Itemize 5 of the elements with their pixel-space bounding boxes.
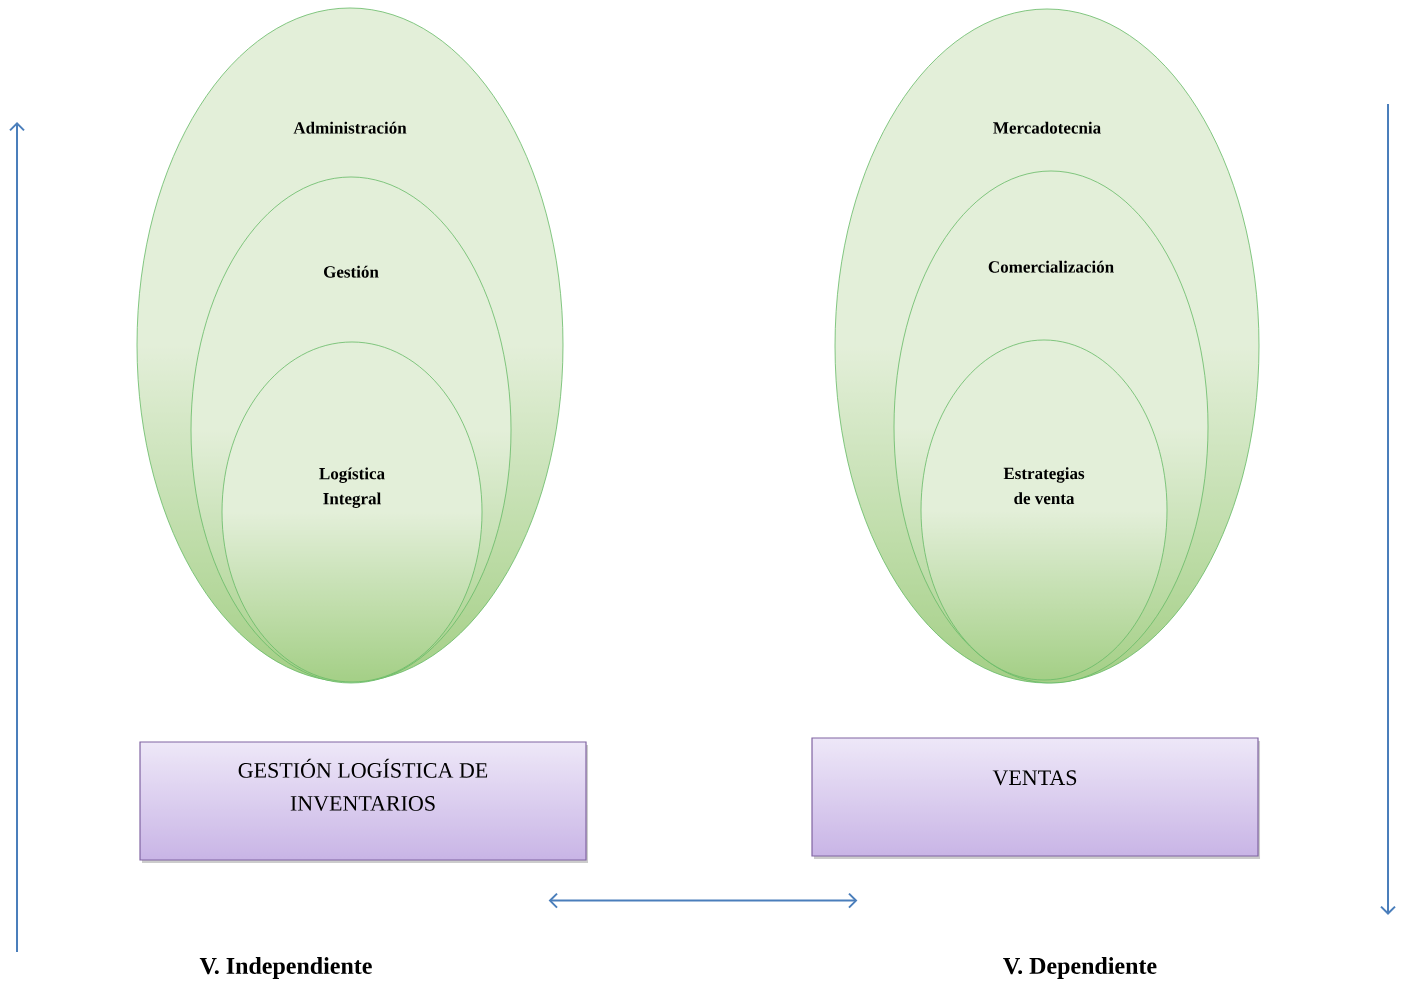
arrow	[548, 892, 858, 909]
axis-label: V. Dependiente	[1003, 957, 1157, 979]
rectangle-box: GESTIÓN LOGÍSTICA DE INVENTARIOS	[139, 741, 588, 863]
rectangle-box: VENTAS	[811, 737, 1260, 859]
axis-label: V. Independiente	[199, 957, 372, 979]
